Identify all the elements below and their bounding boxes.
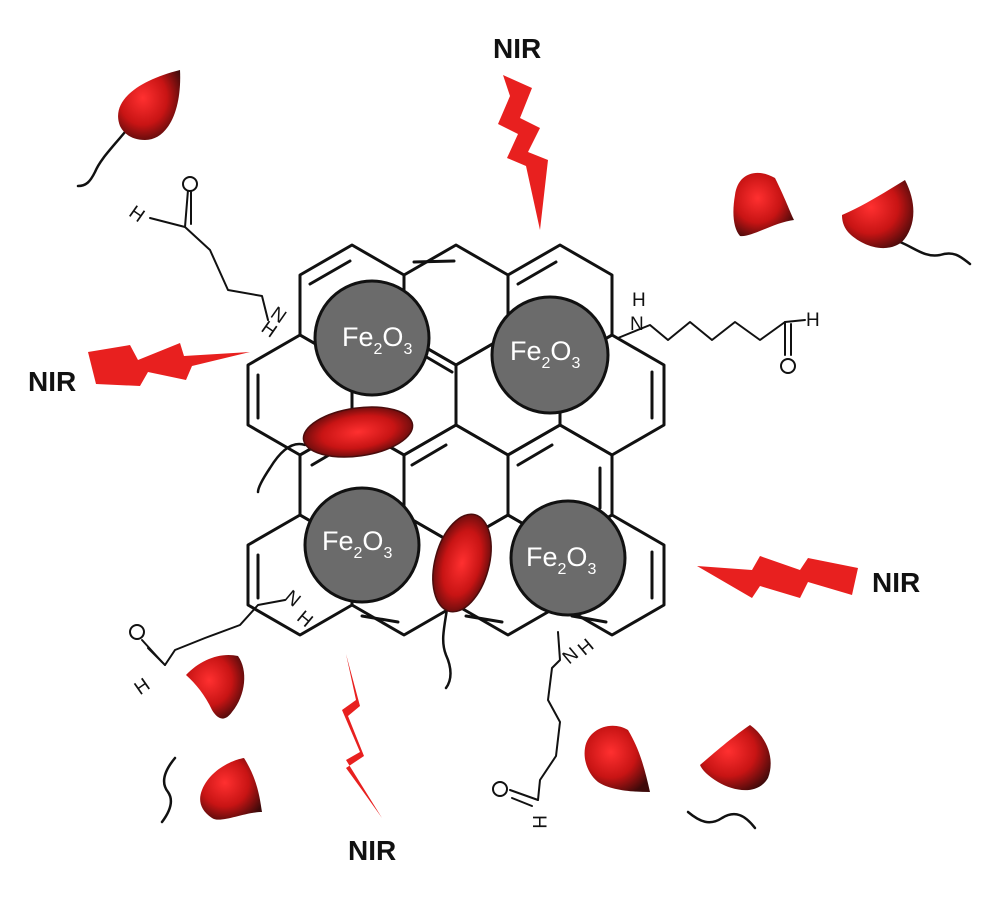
- bacterium-on-sheet-horizontal: [256, 406, 414, 494]
- bacterium-icon: [432, 513, 492, 613]
- np-label-fe: Fe: [526, 542, 558, 572]
- bacterium-on-sheet-vertical: [432, 513, 492, 690]
- nir-label-left: NIR: [28, 366, 76, 397]
- np-label-sub: 3: [403, 341, 412, 358]
- atom-h-label: H: [131, 675, 154, 700]
- oxygen-atom-icon: [492, 781, 508, 797]
- aldehyde-chain-right: N H H: [617, 290, 820, 374]
- bacterium-icon: [200, 758, 262, 820]
- bacterium-icon: [186, 654, 245, 719]
- bacterium-bottom-right-a: [584, 725, 650, 792]
- atom-h-label: H: [632, 290, 646, 311]
- np-label-sub: 2: [374, 341, 383, 358]
- aldehyde-chain-bottom-right: N H H: [492, 631, 598, 829]
- nir-bolt-right: NIR: [697, 556, 920, 598]
- bacterium-icon: [700, 725, 771, 791]
- np-label-fe: Fe: [510, 336, 542, 366]
- np-label-sub: 3: [383, 545, 392, 562]
- nir-label-bottom: NIR: [348, 835, 396, 866]
- nir-label-right: NIR: [872, 567, 920, 598]
- np-label-o: O: [566, 542, 587, 572]
- np-label-o: O: [550, 336, 571, 366]
- nanoparticle-bottom-right: Fe2O3: [509, 499, 627, 617]
- atom-h-label: H: [528, 815, 549, 829]
- nir-bolt-bottom: NIR: [342, 654, 396, 866]
- np-label-sub: 3: [587, 561, 596, 578]
- aldehyde-chain-top-left: H N H: [125, 176, 290, 342]
- np-label-sub: 2: [542, 355, 551, 372]
- oxygen-atom-icon: [129, 624, 145, 640]
- nir-bolt-left: NIR: [28, 343, 250, 397]
- nanoparticle-top-right: Fe2O3: [490, 295, 610, 415]
- bacterium-top-left: [76, 70, 181, 188]
- lightning-bolt-icon: [498, 75, 548, 230]
- svg-text:Fe2O3: Fe2O3: [322, 526, 392, 562]
- svg-text:Fe2O3: Fe2O3: [342, 322, 412, 358]
- nanoparticle-bottom-left: Fe2O3: [303, 486, 421, 604]
- bacterium-bottom-left-b: [160, 756, 262, 824]
- atom-n-label: N: [280, 586, 304, 611]
- np-label-sub: 2: [354, 545, 363, 562]
- nanoparticle-top-left: Fe2O3: [313, 279, 431, 397]
- atom-h-label: H: [125, 202, 148, 227]
- np-label-fe: Fe: [342, 322, 374, 352]
- lightning-bolt-icon: [697, 556, 858, 598]
- svg-text:Fe2O3: Fe2O3: [526, 542, 596, 578]
- bacterium-top-right-a: [733, 172, 794, 237]
- bacterium-icon: [842, 180, 914, 249]
- bacterium-icon: [302, 406, 414, 458]
- bacterium-icon: [584, 725, 650, 792]
- np-label-sub: 2: [558, 561, 567, 578]
- svg-text:Fe2O3: Fe2O3: [510, 336, 580, 372]
- lightning-bolt-icon: [88, 343, 250, 386]
- np-label-o: O: [362, 526, 383, 556]
- nir-bolt-top: NIR: [493, 33, 548, 230]
- oxygen-atom-icon: [182, 176, 198, 192]
- lightning-bolt-icon: [342, 654, 382, 818]
- atom-h-label: H: [806, 310, 820, 331]
- bacterium-bottom-right-b: [686, 725, 771, 830]
- bacterium-icon: [733, 172, 794, 237]
- bacterium-bottom-left-a: [186, 654, 245, 719]
- oxygen-atom-icon: [780, 358, 796, 374]
- np-label-fe: Fe: [322, 526, 354, 556]
- np-label-sub: 3: [571, 355, 580, 372]
- np-label-o: O: [382, 322, 403, 352]
- bacterium-icon: [118, 70, 181, 140]
- bacterium-top-right-b: [842, 180, 972, 266]
- nir-label-top: NIR: [493, 33, 541, 64]
